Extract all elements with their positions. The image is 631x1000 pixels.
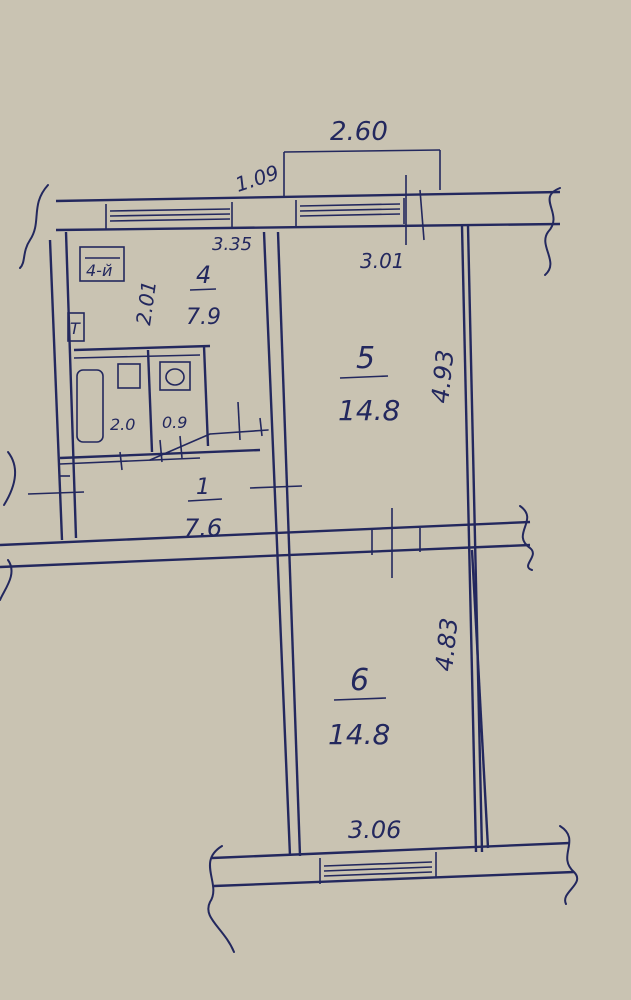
room-1-number: 1 (196, 475, 210, 500)
dimension-left-top: 3.35 (212, 234, 252, 255)
left-outer-wall (3, 231, 78, 541)
dimension-room6-width: 3.06 (348, 816, 401, 844)
toilet-area: 0.9 (162, 413, 187, 432)
room-6-area: 14.8 (328, 718, 390, 751)
dimension-room5-width: 3.01 (360, 249, 405, 273)
room-5-number: 5 (356, 341, 375, 376)
window-kitchen (105, 202, 233, 229)
room-fraction-bars (187, 288, 389, 701)
room-1-area: 7.6 (184, 514, 222, 542)
central-partition (249, 231, 303, 857)
room-4-area: 7.9 (186, 305, 221, 330)
stove-icon (79, 246, 125, 282)
stove-label: 4-й (86, 261, 112, 280)
dimension-room5-length: 4.93 (426, 349, 459, 405)
dimension-top-width: 2.60 (330, 117, 388, 147)
bathtub-icon (76, 369, 104, 443)
room-5-area: 14.8 (338, 394, 400, 427)
middle-wall (0, 505, 534, 601)
top-outer-wall (19, 184, 561, 276)
fridge-icon (67, 312, 85, 342)
bathroom-block (27, 344, 269, 495)
room-6-number: 6 (350, 663, 369, 698)
room-4-number: 4 (196, 261, 211, 289)
window-room-6 (319, 852, 437, 884)
toilet-icon (159, 361, 191, 391)
dimension-room6-length: 4.83 (430, 617, 463, 673)
bathroom-area: 2.0 (110, 415, 135, 434)
window-room-5 (295, 198, 405, 226)
fridge-label: Т (70, 319, 81, 338)
sink-icon (117, 363, 141, 389)
dimension-2-60-bracket (283, 149, 441, 245)
right-partition (460, 225, 490, 853)
bottom-outer-wall (207, 825, 578, 953)
